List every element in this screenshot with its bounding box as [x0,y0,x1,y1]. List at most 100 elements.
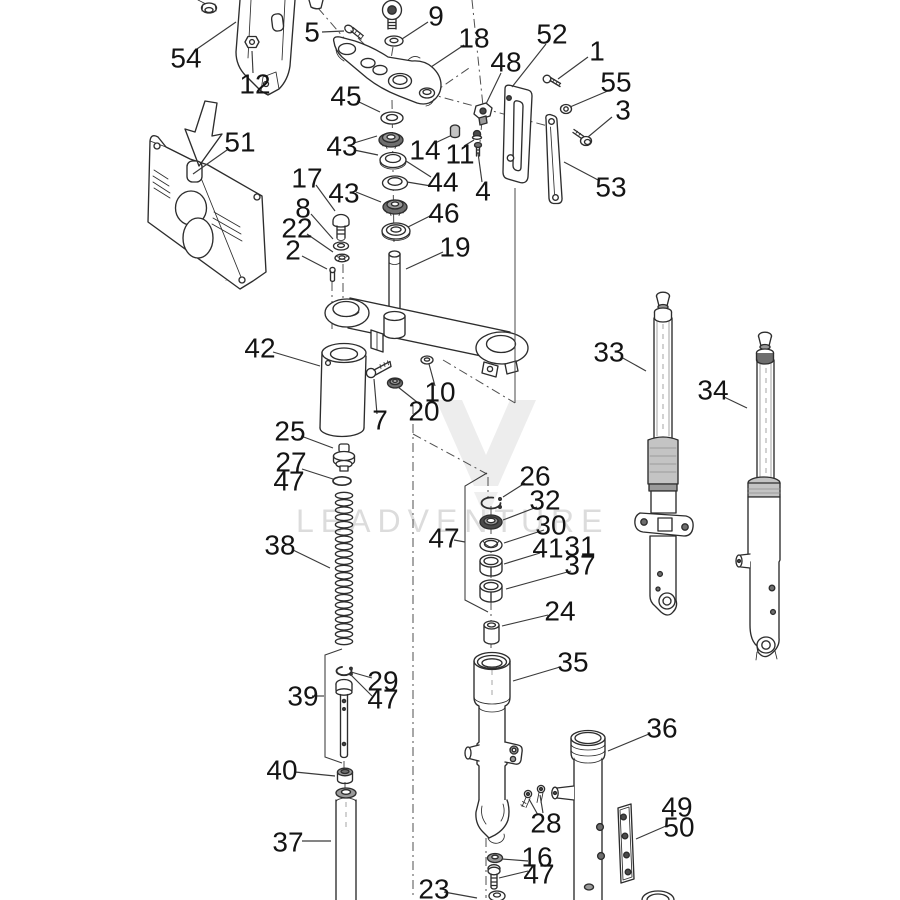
clamp-bolt-7-washer-10-nut-20 [365,355,434,389]
leader-33 [620,356,647,372]
callout-16-53: 16 [521,842,552,873]
hex-nut-12 [244,35,260,49]
leader-43 [353,149,379,156]
leader-18 [430,44,465,68]
leader-55 [569,89,611,108]
callout-43-11: 43 [326,131,357,162]
fork-slider-cover-42 [319,342,367,438]
washer-23 [488,890,506,900]
callout-51-23: 51 [224,127,255,158]
callout-18-4: 18 [458,23,489,54]
leader-47 [453,539,466,543]
leader-47 [350,674,373,697]
callout-23-55: 23 [418,874,449,900]
callout-42-25: 42 [244,333,275,364]
fork-slider-35 [464,651,523,844]
callout-25-29: 25 [274,416,305,447]
callout-54-0: 54 [170,43,201,74]
watermark-logo-icon [436,400,536,519]
callout-44-14: 44 [427,167,458,198]
hardware-cluster-48-14-11-4 [449,102,493,157]
callout-4-15: 4 [475,176,491,207]
callout-14-12: 14 [409,135,440,166]
leader-20 [397,386,423,407]
callout-31-40: 31 [564,531,595,562]
leader-lines [192,21,748,899]
callout-26-36: 26 [519,461,550,492]
leader-44 [406,181,432,187]
callout-33-33: 33 [593,337,624,368]
leader-17 [315,184,336,212]
callout-37-51: 37 [272,827,303,858]
leader-29 [350,671,373,679]
leader-37 [505,570,572,590]
callout-34-34: 34 [697,375,728,406]
part-drawings [147,0,781,900]
nut-55 [559,103,573,115]
callout-49-45: 49 [661,792,692,823]
callout-35-43: 35 [557,647,588,678]
callout-5-2: 5 [304,17,320,48]
fork-spring-38 [334,491,354,646]
callout-24-42: 24 [544,596,575,627]
kit-brackets [324,188,516,764]
pointer-arrow [184,100,223,167]
callout-48-6: 48 [490,47,521,78]
leader-12 [251,50,254,74]
callout-3-9: 3 [615,95,631,126]
fork-assembly-33 [634,291,694,616]
headlamp-bracket-54 [235,0,296,96]
leader-35 [512,666,561,682]
leader-3 [587,116,613,138]
callout-9-3: 9 [428,1,444,32]
leader-52 [511,43,547,88]
callout-52-5: 52 [536,19,567,50]
stem-bolt-and-washer-9 [381,0,404,47]
callout-55-8: 55 [600,67,631,98]
leader-28 [528,798,539,816]
callout-28-52: 28 [530,808,561,839]
leader-34 [723,396,748,409]
callout-2-22: 2 [285,235,301,266]
leader-16 [501,858,529,862]
leader-42 [272,351,321,367]
callout-47-54: 47 [523,859,554,890]
upper-triple-clamp-18 [332,36,442,107]
leader-45 [356,100,381,113]
clip-top-center [308,0,324,10]
leader-1 [557,56,589,80]
callout-32-37: 32 [529,485,560,516]
leader-43 [355,191,382,203]
leader-36 [607,733,650,752]
bracket-52 [502,84,533,184]
partial-tube-bottom-right [641,890,675,900]
callout-11-13: 11 [445,139,474,170]
callout-17-19: 17 [291,163,322,194]
leader-8 [310,213,334,240]
callout-53-16: 53 [595,172,626,203]
callout-45-10: 45 [330,81,361,112]
damper-valve-25-oring-27 [332,443,356,487]
callout-10-26: 10 [424,377,455,408]
leader-7 [373,378,378,415]
leader-11 [463,139,475,147]
callout-12-1: 12 [239,69,270,100]
callout-38-32: 38 [264,530,295,561]
damper-rod-39-group [335,665,354,785]
callout-47-31: 47 [273,466,304,497]
bolt-3 [572,128,593,147]
leader-51 [192,149,228,175]
callout-39-49: 39 [287,681,318,712]
leader-48 [485,72,502,105]
reflector-plate-49-50 [617,803,635,884]
link-plate-53 [545,113,563,205]
callout-1-7: 1 [589,36,605,67]
pinch-bolt-17-washers [329,213,350,283]
leader-32 [502,506,538,521]
callout-30-38: 30 [535,510,566,541]
callout-41-39: 41 [532,533,563,564]
leader-53 [563,161,601,182]
steering-stem-19-lower-clamp [324,250,529,378]
callout-20-27: 20 [408,396,439,427]
